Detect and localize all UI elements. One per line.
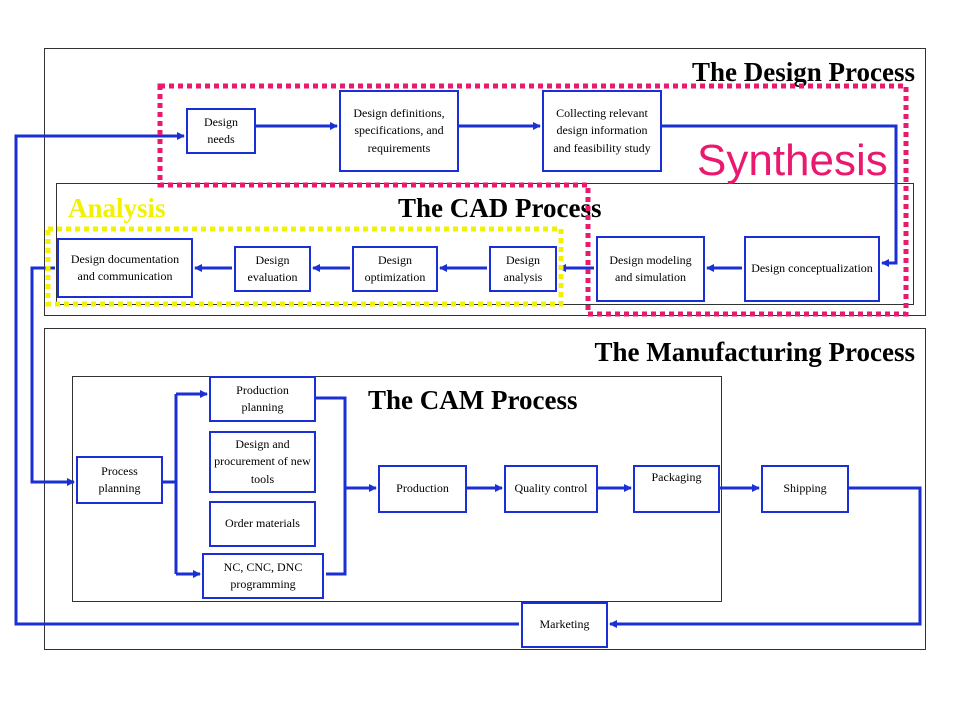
production-box: Production [378, 465, 467, 513]
quality-control-box: Quality control [504, 465, 598, 513]
cad-process-title: The CAD Process [398, 193, 602, 223]
marketing-box: Marketing [521, 602, 608, 648]
design-documentation-box: Design documentation and communication [57, 238, 193, 298]
shipping-box: Shipping [761, 465, 849, 513]
design-conceptualization-box: Design conceptualization [744, 236, 880, 302]
order-materials-box: Order materials [209, 501, 316, 547]
process-planning-box: Process planning [76, 456, 163, 504]
collecting-information-box: Collecting relevant design information a… [542, 90, 662, 172]
design-needs-box: Design needs [186, 108, 256, 154]
design-optimization-box: Design optimization [352, 246, 438, 292]
design-definitions-box: Design definitions, specifications, and … [339, 90, 459, 172]
design-modeling-box: Design modeling and simulation [596, 236, 705, 302]
nc-programming-box: NC, CNC, DNC programming [202, 553, 324, 599]
design-process-title: The Design Process [692, 57, 915, 87]
manufacturing-process-frame [44, 328, 926, 650]
arrow-marketing-to-design-needs [14, 132, 519, 626]
procurement-box: Design and procurement of new tools [209, 431, 316, 493]
manufacturing-process-title: The Manufacturing Process [594, 337, 915, 367]
design-analysis-box: Design analysis [489, 246, 557, 292]
arrow-shipping-to-marketing [609, 486, 922, 628]
merge-production-planning [316, 396, 347, 576]
production-planning-box: Production planning [209, 376, 316, 422]
packaging-box: Packaging [633, 465, 720, 513]
synthesis-label: Synthesis [697, 136, 888, 185]
analysis-label: Analysis [68, 193, 166, 223]
arrow-documentation-to-process-planning [30, 266, 75, 486]
cam-process-title: The CAM Process [368, 385, 578, 415]
design-evaluation-box: Design evaluation [234, 246, 311, 292]
